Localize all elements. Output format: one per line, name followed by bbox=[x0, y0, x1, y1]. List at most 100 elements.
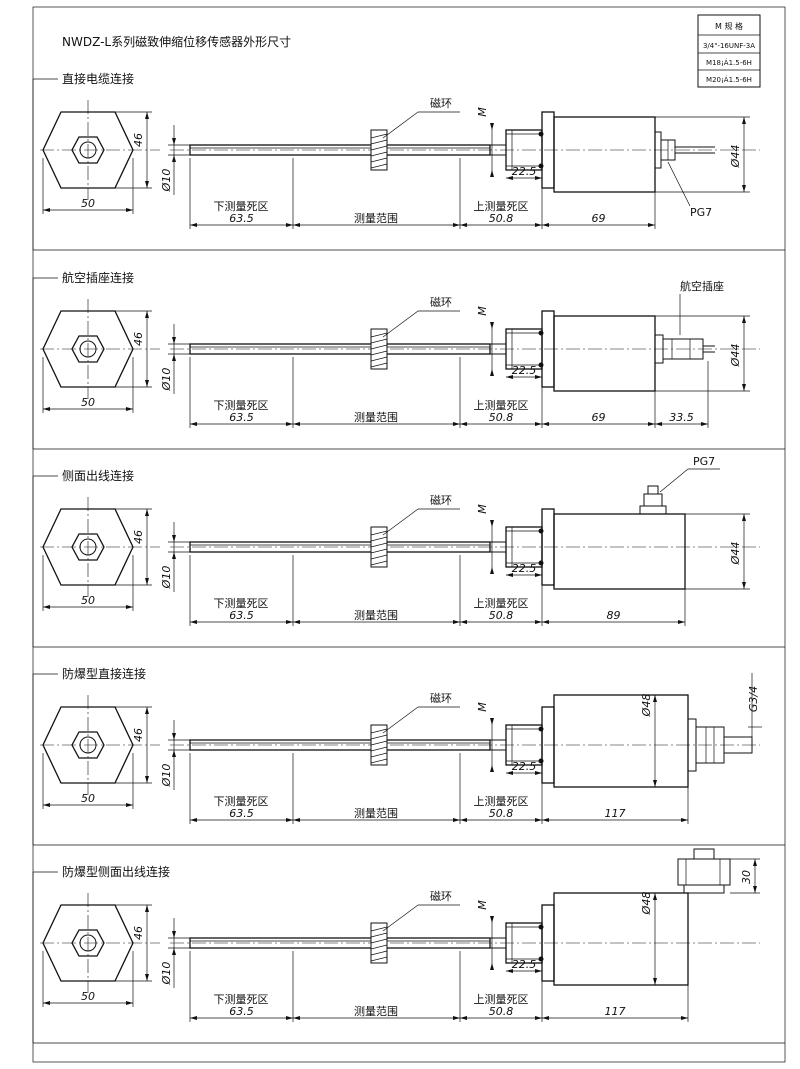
spec-table-frame bbox=[697, 14, 761, 88]
dimension-arrow bbox=[293, 1016, 300, 1020]
dimension-arrow bbox=[126, 1001, 133, 1005]
rod-diameter-dimension: Ø10 bbox=[160, 169, 173, 193]
hex-width-dimension: 50 bbox=[81, 594, 95, 607]
section-title: 防爆型侧面出线连接 bbox=[62, 864, 170, 879]
leader-line bbox=[382, 904, 419, 932]
leader-line bbox=[382, 508, 419, 536]
housing-diameter-dimension: Ø44 bbox=[729, 145, 742, 169]
dimension-arrow bbox=[535, 573, 542, 577]
dimension-arrow bbox=[126, 407, 133, 411]
dimension-arrow bbox=[145, 707, 149, 714]
dimension-arrow bbox=[490, 369, 494, 376]
dimension-arrow bbox=[190, 223, 197, 227]
dimension-arrow bbox=[506, 176, 513, 180]
dimension-arrow bbox=[172, 155, 176, 162]
lower-dead-zone-dimension: 63.5 bbox=[229, 609, 254, 622]
dimension-arrow bbox=[286, 818, 293, 822]
thread-mark bbox=[538, 560, 544, 566]
thread-length-dimension: 22.5 bbox=[512, 562, 537, 575]
lower-dead-zone-dimension: 63.5 bbox=[229, 1005, 254, 1018]
hatch-line bbox=[370, 145, 388, 151]
lower-dead-zone-label: 下测量死区 bbox=[214, 597, 269, 610]
housing-diameter-dimension: Ø48 bbox=[640, 892, 653, 916]
dimension-arrow bbox=[653, 695, 657, 702]
dimension-arrow bbox=[506, 573, 513, 577]
sensor-housing bbox=[553, 694, 689, 788]
spec-table: M 规 格 3/4"-16UNF-3A M18¡Á1.5-6H M20¡Á1.5… bbox=[697, 14, 761, 88]
thread-mark bbox=[538, 726, 544, 732]
hatch-line bbox=[370, 734, 388, 740]
dimension-arrow bbox=[490, 567, 494, 574]
hatch-line bbox=[370, 950, 388, 956]
dimension-arrow bbox=[453, 422, 460, 426]
dimension-arrow bbox=[460, 223, 467, 227]
dimension-arrow bbox=[490, 916, 494, 923]
upper-dead-zone-label: 上测量死区 bbox=[474, 399, 529, 412]
upper-dead-zone-dimension: 50.8 bbox=[489, 212, 514, 225]
measuring-range-label: 测量范围 bbox=[354, 1004, 398, 1018]
hex-height-dimension: 46 bbox=[132, 332, 145, 346]
dimension-arrow bbox=[43, 208, 50, 212]
hatch-line bbox=[370, 746, 388, 752]
lower-dead-zone-label: 下测量死区 bbox=[214, 399, 269, 412]
hatch-line bbox=[370, 536, 388, 542]
housing-length-dimension: 89 bbox=[607, 609, 621, 622]
dimension-arrow bbox=[453, 1016, 460, 1020]
dimension-arrow bbox=[43, 605, 50, 609]
hex-width-dimension: 50 bbox=[81, 197, 95, 210]
lower-dead-zone-label: 下测量死区 bbox=[214, 200, 269, 213]
dimension-arrow bbox=[490, 322, 494, 329]
dimension-arrow bbox=[126, 803, 133, 807]
sensor-housing bbox=[553, 892, 689, 986]
dimension-arrow bbox=[145, 578, 149, 585]
hatch-line bbox=[370, 560, 388, 566]
dimension-arrow bbox=[43, 803, 50, 807]
dimension-arrow bbox=[742, 384, 746, 391]
dimension-arrow bbox=[460, 1016, 467, 1020]
hatch-line bbox=[370, 133, 388, 139]
hatch-line bbox=[370, 151, 388, 157]
dimension-arrow bbox=[542, 620, 549, 624]
dimension-arrow bbox=[145, 380, 149, 387]
thread-spec-label: G3/4 bbox=[747, 686, 760, 712]
hex-height-dimension: 46 bbox=[132, 926, 145, 940]
m-thread-label: M bbox=[476, 107, 489, 117]
sheet-border bbox=[32, 6, 786, 1063]
dimension-arrow bbox=[490, 963, 494, 970]
dimension-arrow bbox=[190, 1016, 197, 1020]
upper-dead-zone-dimension: 50.8 bbox=[489, 1005, 514, 1018]
housing-diameter-dimension: Ø44 bbox=[729, 542, 742, 566]
dimension-arrow bbox=[145, 776, 149, 783]
dimension-arrow bbox=[648, 422, 655, 426]
hex-width-dimension: 50 bbox=[81, 792, 95, 805]
dimension-arrow bbox=[172, 552, 176, 559]
housing-length-dimension: 117 bbox=[605, 1005, 626, 1018]
dimension-arrow bbox=[542, 1016, 549, 1020]
dimension-arrow bbox=[542, 223, 549, 227]
measuring-range-label: 测量范围 bbox=[354, 211, 398, 225]
dimension-arrow bbox=[126, 208, 133, 212]
dimension-arrow bbox=[506, 375, 513, 379]
thread-mark bbox=[538, 528, 544, 534]
m-thread-label: M bbox=[476, 702, 489, 712]
upper-dead-zone-label: 上测量死区 bbox=[474, 200, 529, 213]
dimension-arrow bbox=[535, 771, 542, 775]
sensor-view-2: 航空插座连接5046Ø10磁环M22.5Ø44航空插座63.5下测量死区测量范围… bbox=[32, 270, 785, 450]
rod-diameter-dimension: Ø10 bbox=[160, 764, 173, 788]
dimension-arrow bbox=[172, 750, 176, 757]
section-title: 直接电缆连接 bbox=[62, 71, 134, 86]
magnet-ring-label: 磁环 bbox=[430, 890, 452, 903]
housing-diameter-dimension: Ø44 bbox=[729, 344, 742, 368]
dimension-arrow bbox=[653, 893, 657, 900]
measuring-range-label: 测量范围 bbox=[354, 806, 398, 820]
sensor-housing bbox=[553, 513, 686, 590]
lower-dead-zone-dimension: 63.5 bbox=[229, 411, 254, 424]
dimension-arrow bbox=[535, 1016, 542, 1020]
hatch-line bbox=[370, 338, 388, 344]
hatch-line bbox=[370, 548, 388, 554]
hatch-line bbox=[370, 926, 388, 932]
dimension-arrow bbox=[490, 170, 494, 177]
side-gland-base bbox=[639, 505, 667, 515]
